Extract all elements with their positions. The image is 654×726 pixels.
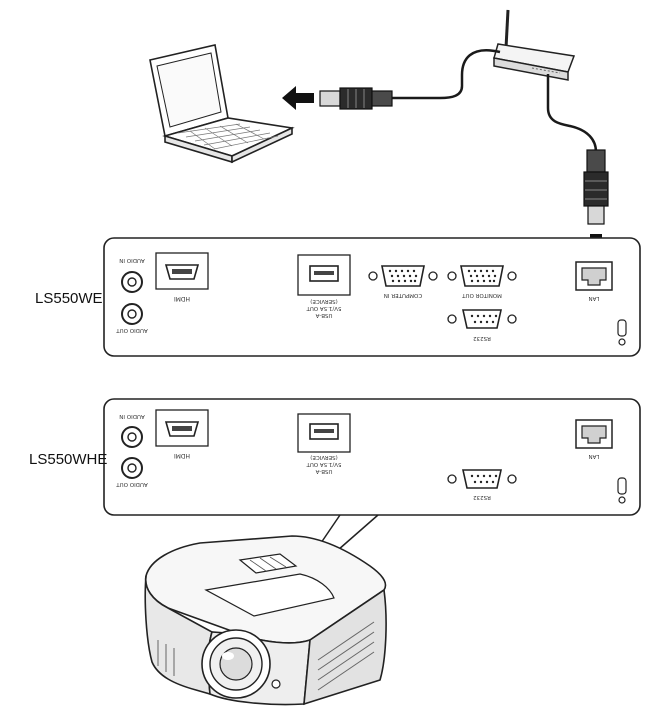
rs232-label: RS232 bbox=[473, 494, 491, 500]
rear-panel-top: AUDIO IN AUDIO OUT HDMI USB-A 5V/1.5A OU… bbox=[103, 237, 641, 357]
monitor-out-label: MONITOR OUT bbox=[461, 292, 501, 298]
router-icon bbox=[493, 9, 576, 81]
rj45-connector-icon bbox=[319, 87, 393, 110]
rj45-connector-icon bbox=[583, 149, 609, 225]
usb-port: USB-A 5V/1.5A OUT (SERVICE) bbox=[297, 254, 351, 318]
laptop-icon bbox=[149, 44, 295, 164]
lock-icon bbox=[617, 477, 627, 504]
computer-in-port: COMPUTER IN bbox=[368, 265, 438, 298]
audio-in-label: AUDIO IN bbox=[119, 413, 144, 419]
model-label-ls550whe: LS550WHE bbox=[29, 451, 108, 468]
audio-out-label: AUDIO OUT bbox=[116, 327, 148, 333]
rear-panel-bottom: AUDIO IN AUDIO OUT HDMI USB-A 5V/1.5A OU… bbox=[103, 398, 641, 516]
usb-sub-label: 5V/1.5A OUT bbox=[306, 305, 342, 311]
audio-ports: AUDIO IN AUDIO OUT bbox=[116, 413, 148, 487]
usb-service-label: (SERVICE) bbox=[310, 298, 337, 304]
projector-icon bbox=[144, 535, 387, 706]
lan-label: LAN bbox=[588, 295, 599, 301]
arrow-left-icon bbox=[282, 86, 314, 110]
lan-label: LAN bbox=[588, 453, 599, 459]
audio-ports: AUDIO IN AUDIO OUT bbox=[116, 257, 148, 333]
audio-in-label: AUDIO IN bbox=[119, 257, 144, 263]
usb-label: USB-A bbox=[315, 468, 332, 474]
usb-port: USB-A 5V/1.5A OUT (SERVICE) bbox=[297, 413, 351, 474]
monitor-out-port: MONITOR OUT bbox=[447, 265, 517, 298]
rs232-port: RS232 bbox=[447, 469, 517, 500]
audio-out-label: AUDIO OUT bbox=[116, 481, 148, 487]
lock-icon bbox=[617, 319, 627, 346]
usb-sub-label: 5V/1.5A OUT bbox=[306, 461, 342, 467]
usb-service-label: (SERVICE) bbox=[310, 454, 337, 460]
rs232-port: RS232 bbox=[447, 309, 517, 341]
network-cable bbox=[392, 49, 598, 153]
hdmi-port: HDMI bbox=[155, 409, 209, 459]
model-label-ls550we: LS550WE bbox=[35, 290, 103, 307]
lan-port: LAN bbox=[575, 419, 613, 459]
computer-in-label: COMPUTER IN bbox=[384, 292, 422, 298]
hdmi-label: HDMI bbox=[174, 295, 190, 302]
hdmi-port: HDMI bbox=[155, 252, 209, 302]
usb-label: USB-A bbox=[315, 312, 332, 318]
rs232-label: RS232 bbox=[473, 335, 491, 341]
lan-port: LAN bbox=[575, 261, 613, 301]
hdmi-label: HDMI bbox=[174, 452, 190, 459]
